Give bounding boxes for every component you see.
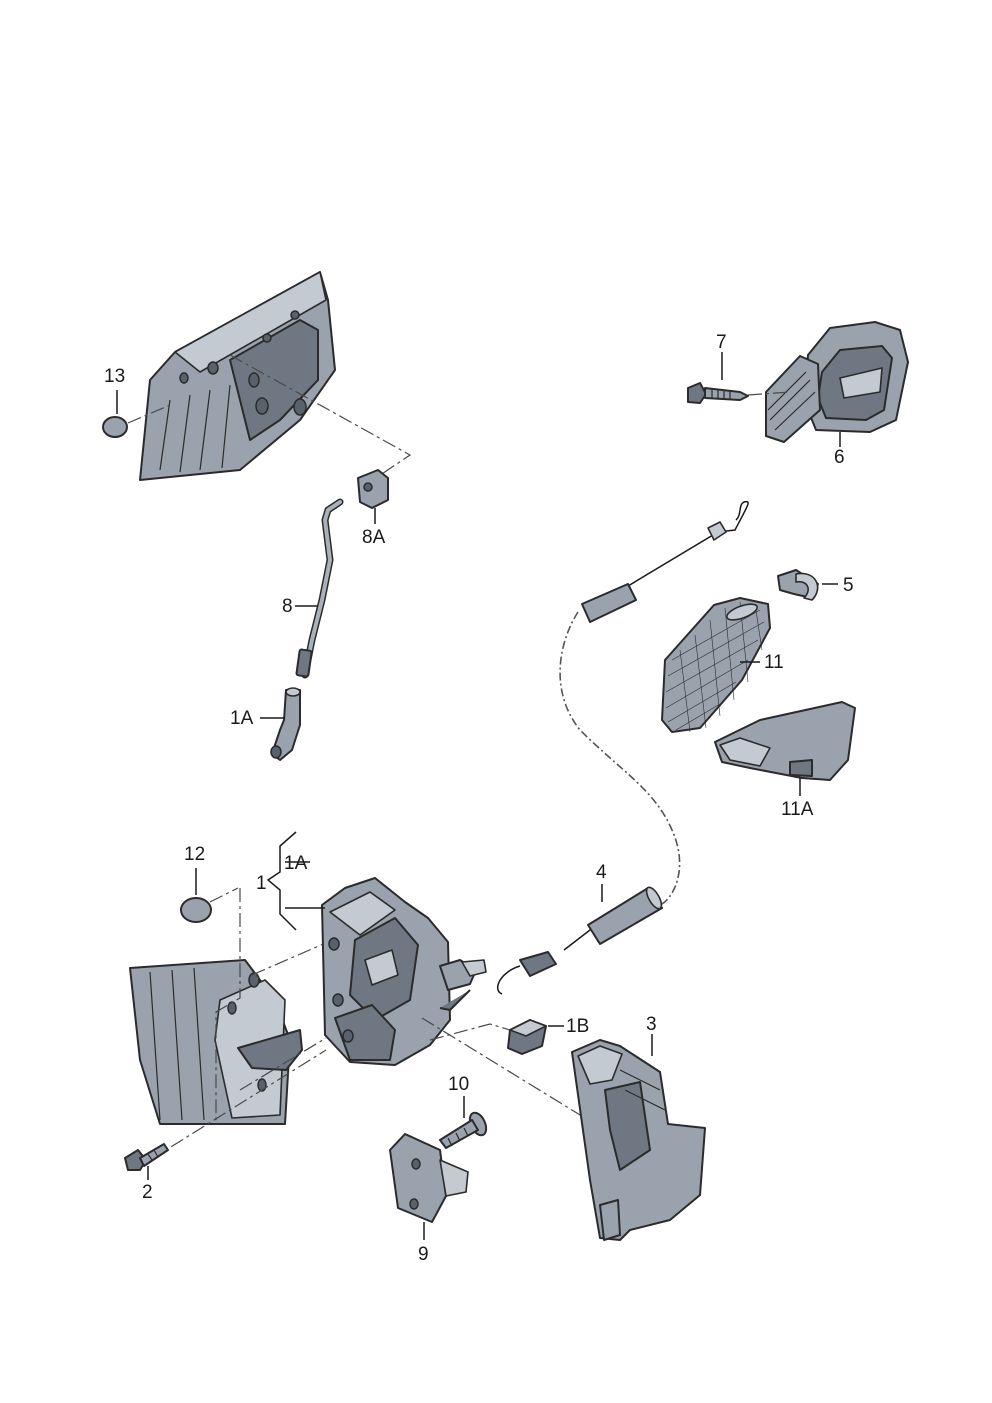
- part-3-lock-cover: 3: [571, 1014, 706, 1241]
- part-5-cable-clip: 5: [777, 569, 854, 601]
- dash-line-lock-to-cover: [421, 1017, 586, 1119]
- door-inner-panel-lower: [129, 959, 303, 1125]
- callout-7: 7: [716, 332, 727, 353]
- part-2-screw: 2: [124, 1143, 169, 1203]
- callout-9: 9: [418, 1244, 429, 1265]
- part-1B-pad: 1B: [507, 1016, 589, 1055]
- part-11-mesh-cover: 11: [661, 597, 784, 733]
- callout-13: 13: [104, 366, 125, 387]
- callout-2: 2: [142, 1182, 153, 1203]
- dash-line-plug-12: [209, 887, 239, 903]
- callout-8A: 8A: [362, 527, 386, 548]
- callout-5: 5: [843, 575, 854, 596]
- callout-6: 6: [834, 447, 845, 468]
- callout-1: 1: [256, 873, 267, 894]
- callout-10: 10: [448, 1074, 469, 1095]
- door-inner-panel-upper: [139, 271, 336, 481]
- part-9-striker-plate: 9: [389, 1133, 469, 1265]
- part-13-plug: 13: [102, 366, 128, 438]
- callout-1B: 1B: [566, 1016, 589, 1037]
- part-1A-clip-upper: 1A: [230, 687, 301, 761]
- dash-line-screw-7: [747, 391, 791, 396]
- callout-12: 12: [184, 844, 205, 865]
- callout-3: 3: [646, 1014, 657, 1035]
- callout-1A-bracket: 1A: [284, 853, 308, 874]
- part-6-interior-handle: 6: [765, 321, 909, 468]
- callout-8: 8: [282, 596, 293, 617]
- part-8-rod: 8: [282, 498, 344, 679]
- part-7-screw: 7: [687, 332, 749, 404]
- dash-line-plug-13: [127, 404, 171, 424]
- callout-1A-upper: 1A: [230, 708, 254, 729]
- callout-11A: 11A: [781, 799, 814, 820]
- part-11A-trim: 11A: [714, 701, 856, 820]
- dash-line-lower-panel: [149, 888, 329, 1161]
- callout-4: 4: [596, 862, 607, 883]
- part-12-plug: 12: [180, 844, 212, 923]
- part-4-cable: 4: [497, 500, 749, 995]
- part-1-door-lock: 1 1A: [256, 831, 487, 1066]
- part-8A-clip: 8A: [357, 469, 389, 548]
- callout-11: 11: [764, 652, 784, 673]
- part-10-screw: 10: [439, 1074, 488, 1149]
